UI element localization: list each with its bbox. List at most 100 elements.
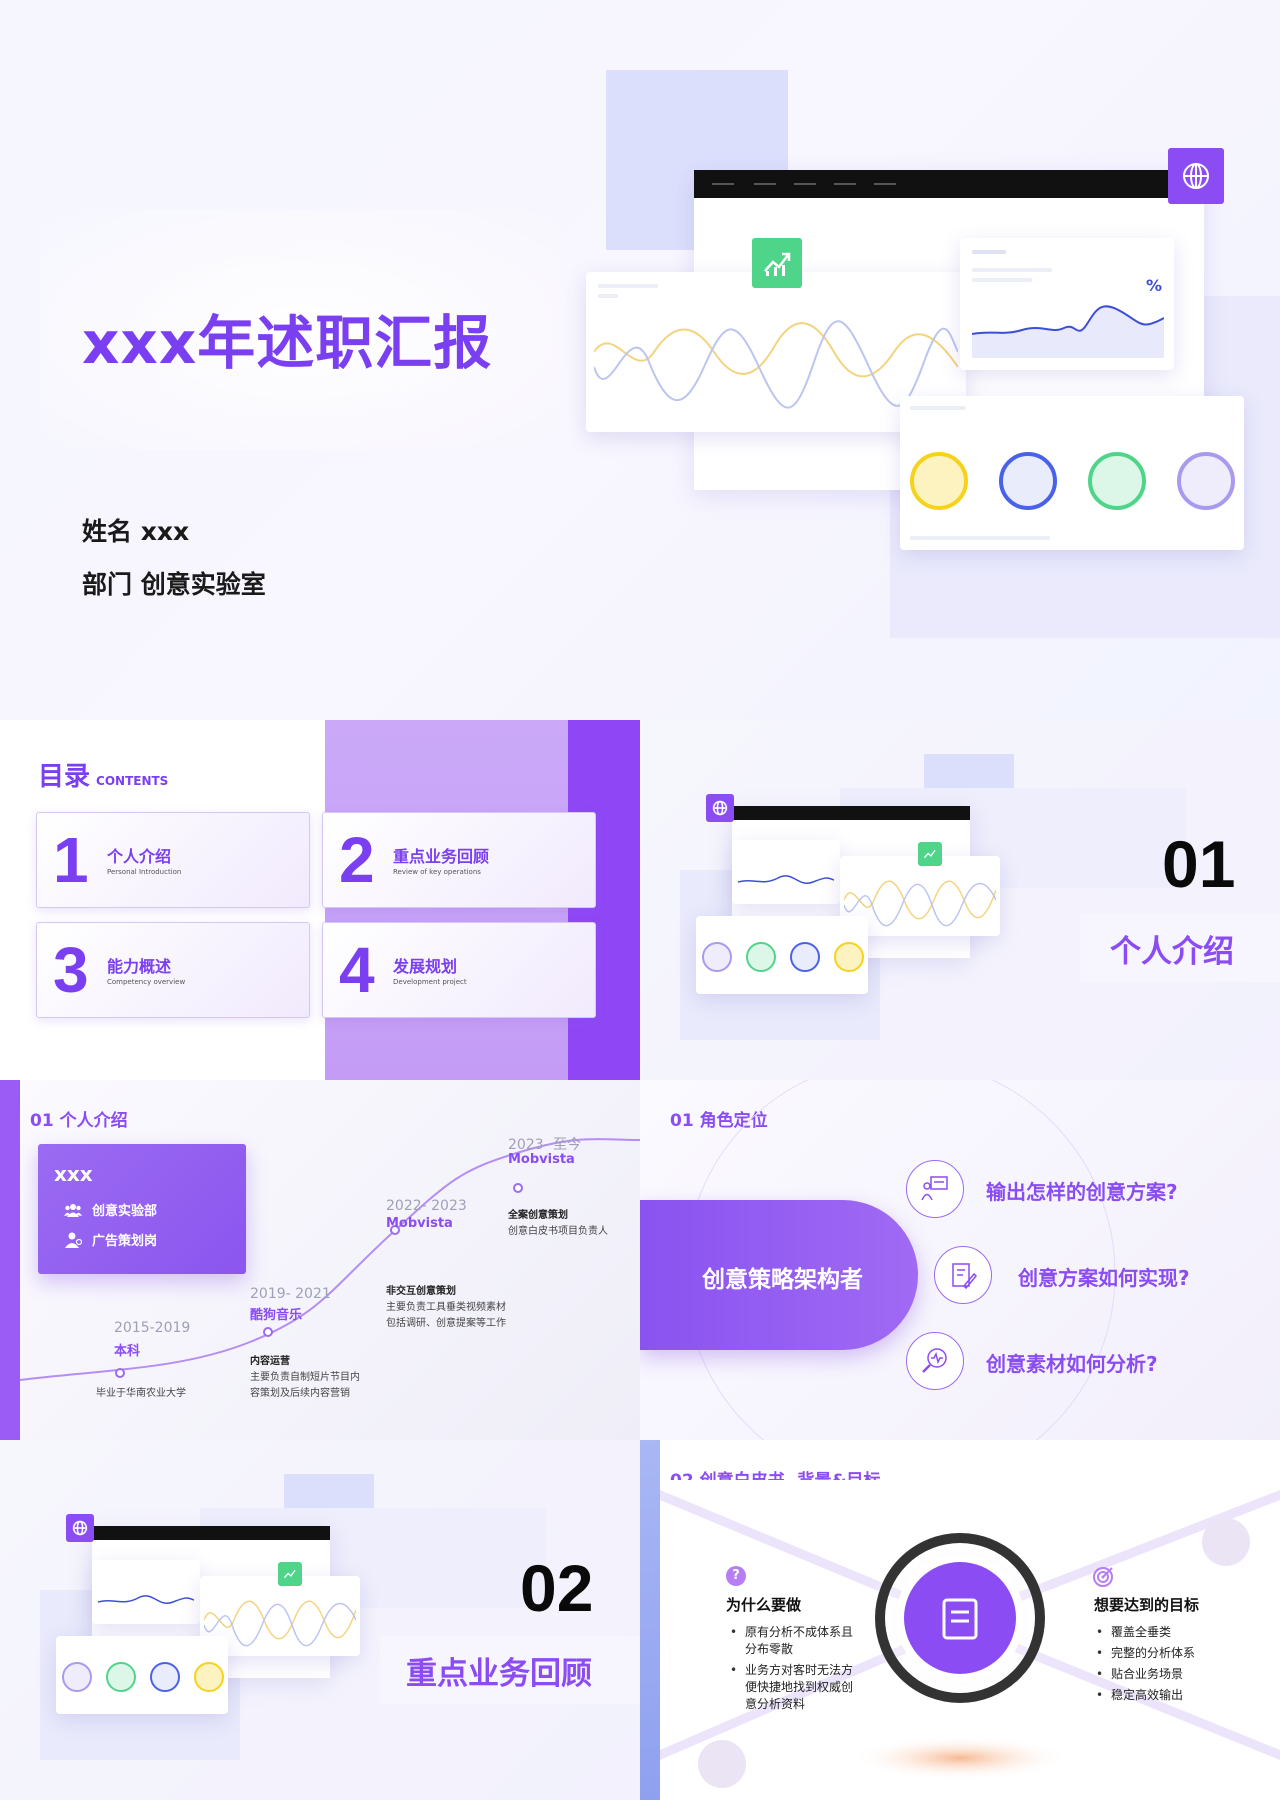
ring-green bbox=[1088, 452, 1146, 510]
percent-card: % bbox=[960, 238, 1174, 370]
toc-title: 重点业务回顾 bbox=[393, 847, 490, 866]
side-bar bbox=[640, 1440, 660, 1800]
rings-card bbox=[56, 1636, 228, 1714]
timeline-org: 本科 bbox=[114, 1344, 141, 1359]
timeline-year: 2022- 2023 bbox=[386, 1198, 467, 1214]
timeline-year: 2019- 2021 bbox=[250, 1286, 331, 1302]
percent-card bbox=[732, 840, 840, 904]
list-item: 业务方对客时无法方便快捷地找到权威创意分析资料 bbox=[730, 1662, 858, 1713]
toc-subtitle: Review of key operations bbox=[393, 868, 481, 876]
why-list: 原有分析不成体系且分布零散 业务方对客时无法方便快捷地找到权威创意分析资料 bbox=[730, 1624, 858, 1717]
timeline-desc: 主要负责工具垂类视频素材包括调研、创意提案等工作 bbox=[386, 1302, 506, 1329]
side-bar bbox=[0, 1080, 20, 1440]
cover-slide: xxx年述职汇报 姓名 xxx 部门 创意实验室 % bbox=[0, 0, 1280, 720]
timeline-desc: 创意白皮书项目负责人 bbox=[508, 1226, 608, 1237]
percent-line-chart bbox=[972, 305, 1164, 358]
timeline-dot bbox=[513, 1183, 523, 1193]
intro-slide: 01 个人介绍 xxx 创意实验部 广告策划岗 2015-2019 本科 毕业于… bbox=[0, 1080, 640, 1440]
toc-item-3[interactable]: 3 能力概述 Competency overview bbox=[36, 922, 310, 1018]
rings-card bbox=[696, 916, 868, 994]
slide-heading: 01 角色定位 bbox=[670, 1111, 768, 1131]
toc-item-1[interactable]: 1 个人介绍 Personal Introduction bbox=[36, 812, 310, 908]
toc-number: 1 bbox=[53, 824, 89, 896]
list-item: 覆盖全垂类 bbox=[1096, 1624, 1246, 1641]
magnifier-pulse-icon bbox=[906, 1332, 964, 1390]
trend-icon bbox=[918, 842, 942, 866]
ring-yellow bbox=[910, 452, 968, 510]
name-line: 姓名 xxx bbox=[82, 517, 190, 546]
toc-title: 能力概述 bbox=[107, 957, 172, 976]
timeline-role: 全案创意策划 bbox=[508, 1210, 568, 1221]
cover-title: xxx年述职汇报 bbox=[82, 309, 493, 377]
slide-heading: 01 个人介绍 bbox=[30, 1111, 128, 1131]
section-label: 个人介绍 bbox=[1110, 934, 1234, 970]
ring-lavender bbox=[1177, 452, 1235, 510]
timeline-dot bbox=[263, 1327, 273, 1337]
team-icon bbox=[64, 1203, 82, 1217]
profile-card: xxx 创意实验部 广告策划岗 bbox=[38, 1144, 246, 1274]
timeline-dot bbox=[390, 1225, 400, 1235]
role-slide: 01 角色定位 创意策略架构者 输出怎样的创意方案? 创意方案如何实现? 创意素… bbox=[640, 1080, 1280, 1440]
toc-item-2[interactable]: 2 重点业务回顾 Review of key operations bbox=[322, 812, 596, 908]
toc-subtitle: Personal Introduction bbox=[107, 868, 182, 876]
goal-title: 想要达到的目标 bbox=[1094, 1596, 1200, 1614]
toc-title: 个人介绍 bbox=[107, 847, 172, 866]
rings-card bbox=[900, 396, 1244, 550]
title-glow bbox=[40, 210, 560, 450]
section-number: 02 bbox=[520, 1551, 594, 1625]
toc-title: 发展规划 bbox=[393, 957, 458, 976]
wave-chart bbox=[594, 320, 958, 409]
list-item: 贴合业务场景 bbox=[1096, 1666, 1246, 1683]
list-item: 完整的分析体系 bbox=[1096, 1645, 1246, 1662]
ring-blue bbox=[999, 452, 1057, 510]
person-icon bbox=[65, 1232, 82, 1248]
timeline-year: 2023- 至今 bbox=[508, 1137, 582, 1153]
section-label: 重点业务回顾 bbox=[406, 1656, 592, 1692]
timeline-org: Mobvista bbox=[386, 1216, 453, 1231]
toc-number: 3 bbox=[53, 934, 89, 1006]
toc-subtitle: Development project bbox=[393, 978, 467, 986]
timeline-org: 酷狗音乐 bbox=[250, 1308, 303, 1323]
timeline-year: 2015-2019 bbox=[114, 1320, 191, 1336]
toc-number: 4 bbox=[339, 934, 375, 1006]
goal-list: 覆盖全垂类 完整的分析体系 贴合业务场景 稳定高效输出 bbox=[1096, 1624, 1246, 1708]
toc-number: 2 bbox=[339, 824, 375, 896]
question-3: 创意素材如何分析? bbox=[986, 1352, 1158, 1376]
section-02-slide: 02 重点业务回顾 bbox=[0, 1440, 640, 1800]
globe-icon bbox=[66, 1514, 94, 1542]
why-title: 为什么要做 bbox=[726, 1596, 802, 1614]
question-1: 输出怎样的创意方案? bbox=[986, 1180, 1178, 1204]
presentation-icon bbox=[906, 1160, 964, 1218]
role-title: 创意策略架构者 bbox=[702, 1267, 863, 1293]
percent-card bbox=[92, 1560, 200, 1624]
question-icon: ? bbox=[726, 1566, 746, 1586]
list-item: 原有分析不成体系且分布零散 bbox=[730, 1624, 858, 1658]
dept-line: 部门 创意实验室 bbox=[82, 570, 266, 599]
timeline-dot bbox=[115, 1368, 125, 1378]
section-01-slide: 01 个人介绍 bbox=[640, 720, 1280, 1080]
timeline-desc: 毕业于华南农业大学 bbox=[96, 1388, 186, 1399]
window-titlebar bbox=[694, 170, 1204, 198]
timeline-org: Mobvista bbox=[508, 1152, 575, 1167]
timeline-role: 内容运营 bbox=[250, 1356, 290, 1367]
toc-subtitle: Competency overview bbox=[107, 978, 186, 986]
list-item: 稳定高效输出 bbox=[1096, 1687, 1246, 1704]
globe-icon bbox=[706, 794, 734, 822]
question-2: 创意方案如何实现? bbox=[1018, 1266, 1190, 1290]
timeline-curve bbox=[20, 1138, 640, 1381]
timeline-desc: 主要负责自制短片节目内容策划及后续内容营销 bbox=[250, 1372, 360, 1399]
profile-post: 广告策划岗 bbox=[92, 1234, 158, 1249]
toc-item-4[interactable]: 4 发展规划 Development project bbox=[322, 922, 596, 1018]
percent-label: % bbox=[1146, 276, 1163, 295]
profile-name: xxx bbox=[54, 1162, 93, 1186]
role-pill: 创意策略架构者 bbox=[640, 1200, 918, 1350]
profile-dept: 创意实验部 bbox=[92, 1204, 158, 1219]
target-icon bbox=[1093, 1567, 1113, 1587]
center-graphic bbox=[660, 1480, 1280, 1788]
section-number: 01 bbox=[1162, 827, 1236, 901]
whitepaper-slide: 02 创意白皮书- 背景&目标 ? 为什么要做 原有分析不成体系且分布零散 业务… bbox=[640, 1440, 1280, 1800]
trend-icon bbox=[752, 238, 802, 288]
trend-icon bbox=[278, 1562, 302, 1586]
